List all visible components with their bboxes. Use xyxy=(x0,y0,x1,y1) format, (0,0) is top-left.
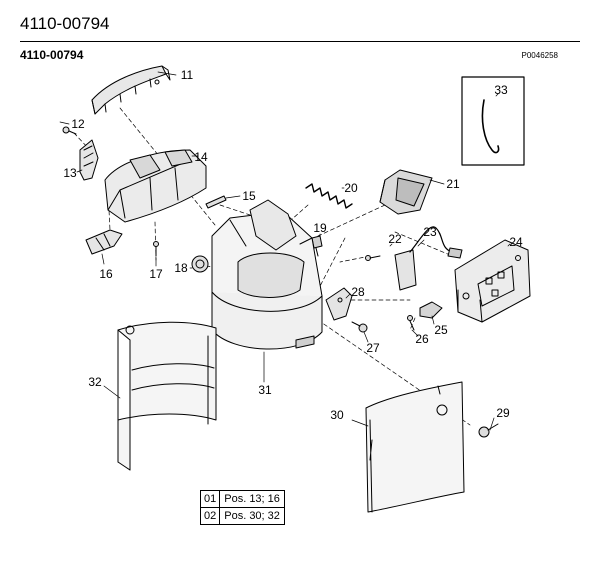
legend-text: Pos. 13; 16 xyxy=(219,490,285,508)
page-title: 4110-00794 xyxy=(20,14,110,33)
callout-19: 19 xyxy=(313,221,327,235)
callout-20: 20 xyxy=(344,181,358,195)
callout-29: 29 xyxy=(496,406,510,420)
part-17-screw xyxy=(153,241,159,257)
part-31-main-body xyxy=(211,199,323,350)
part-22-screw xyxy=(365,255,381,261)
part-24-circuit-board xyxy=(454,239,531,323)
part-21-housing xyxy=(379,169,433,215)
part-33-inset xyxy=(461,76,525,166)
drawing-reference-code: P0046258 xyxy=(521,51,558,60)
part-29-screw xyxy=(478,423,499,438)
part-28-bracket xyxy=(325,287,353,321)
part-27-screw xyxy=(351,321,368,333)
callout-12: 12 xyxy=(71,117,85,131)
part-26-screw xyxy=(407,315,415,331)
part-15-pin xyxy=(205,195,227,209)
callout-23: 23 xyxy=(423,225,437,239)
part-11-top-cover xyxy=(91,65,171,115)
part-13-bracket xyxy=(79,139,99,181)
variant-legend-table: 01 Pos. 13; 16 02 Pos. 30; 32 xyxy=(199,490,285,525)
legend-row: 01 Pos. 13; 16 xyxy=(199,490,285,508)
part-32-front-shell xyxy=(117,321,217,471)
part-12-screw xyxy=(62,126,77,135)
title-divider xyxy=(20,41,580,42)
part-25-connector xyxy=(419,301,443,319)
callout-21: 21 xyxy=(446,177,460,191)
callout-31: 31 xyxy=(258,383,272,397)
legend-code: 01 xyxy=(199,490,221,508)
callout-14: 14 xyxy=(194,150,208,164)
diagram-part-number: 4110-00794 xyxy=(20,48,84,62)
part-14-housing-half xyxy=(104,149,207,223)
callout-28: 28 xyxy=(351,285,365,299)
legend-row: 02 Pos. 30; 32 xyxy=(199,507,285,525)
callout-26: 26 xyxy=(415,332,429,346)
callout-16: 16 xyxy=(99,267,113,281)
callout-32: 32 xyxy=(88,375,102,389)
callout-33: 33 xyxy=(494,83,508,97)
legend-text: Pos. 30; 32 xyxy=(219,507,285,525)
callout-13: 13 xyxy=(63,166,77,180)
callout-18: 18 xyxy=(174,261,188,275)
callout-25: 25 xyxy=(434,323,448,337)
callout-30: 30 xyxy=(330,408,344,422)
callout-24: 24 xyxy=(509,235,523,249)
part-16-clip xyxy=(85,229,123,255)
callout-22: 22 xyxy=(388,232,402,246)
part-30-rear-shell xyxy=(365,381,465,513)
part-18-ring xyxy=(191,255,209,273)
callout-15: 15 xyxy=(242,189,256,203)
callout-17: 17 xyxy=(149,267,163,281)
callout-11: 11 xyxy=(181,68,194,82)
part-23-sensor xyxy=(394,226,463,291)
legend-code: 02 xyxy=(199,507,221,525)
callout-27: 27 xyxy=(366,341,380,355)
part-20-spring xyxy=(305,183,353,209)
leader-lines xyxy=(59,71,511,431)
